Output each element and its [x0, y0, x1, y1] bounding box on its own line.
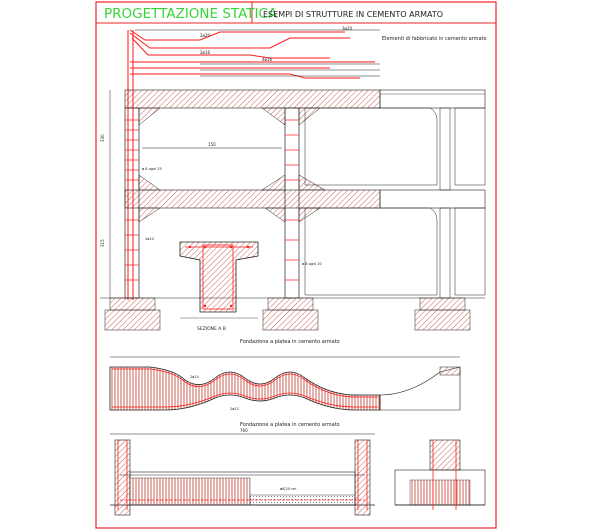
stirrup-label-2: 1ø10	[145, 237, 154, 241]
page-subtitle: ESEMPI DI STRUTTURE IN CEMENTO ARMATO	[263, 10, 443, 19]
stirrup-label-1: ø 8 ogni 25	[142, 167, 162, 171]
stirrup-label-3: ø 8 ogni 20	[302, 262, 322, 266]
right-column-ghost-lower	[439, 207, 451, 299]
section-a-b	[179, 241, 259, 319]
left-height-upper-label: 330	[100, 134, 105, 142]
span-dimension-label: 150	[208, 142, 216, 147]
foundation-2-rebars	[117, 440, 368, 510]
title-box	[95, 1, 497, 24]
foundation-caption-1: Fondazione a platea in cemento armato	[240, 339, 340, 345]
grid-note-label: ø8/20 cm	[280, 487, 297, 491]
elements-caption: Elementi di fabbricato in cemento armato	[382, 36, 487, 42]
detail-right-bottom	[394, 439, 486, 510]
foundation-2-dimension-label: 760	[240, 428, 248, 433]
foundation-bar-label-1: 2ø14	[190, 375, 200, 379]
bar-label-top-2: 3ø20	[342, 26, 353, 31]
beam-haunches	[138, 107, 326, 223]
right-column-ghost	[439, 107, 451, 191]
left-height-lower-label: 315	[100, 239, 105, 247]
column-stirrups	[125, 119, 299, 281]
column-footings	[100, 297, 485, 331]
ghost-panels	[304, 107, 486, 296]
foundation-caption-2: Fondazione a platea in cemento armato	[240, 422, 340, 428]
foundation-1-rebars	[112, 368, 378, 408]
bar-label-top-3: 2ø16	[200, 50, 211, 55]
bar-label-top-1: 2ø20	[200, 33, 211, 38]
foundation-2-slab	[110, 439, 375, 516]
bar-label-top-4: 4ø16	[262, 57, 273, 62]
lower-beam-extension	[379, 189, 486, 209]
page-title: PROGETTAZIONE STATICA	[104, 6, 278, 22]
upper-beam-extension	[379, 89, 486, 109]
upper-beam	[124, 89, 381, 109]
lower-beam	[124, 189, 381, 209]
left-column-rebars	[127, 30, 134, 300]
foundation-bar-label-2: 2ø12	[230, 407, 239, 411]
rebar-detail-top	[129, 29, 375, 79]
top-detail-guides	[135, 29, 380, 77]
section-caption: SEZIONE A B	[197, 326, 226, 332]
foundation-1-slab	[109, 366, 461, 411]
